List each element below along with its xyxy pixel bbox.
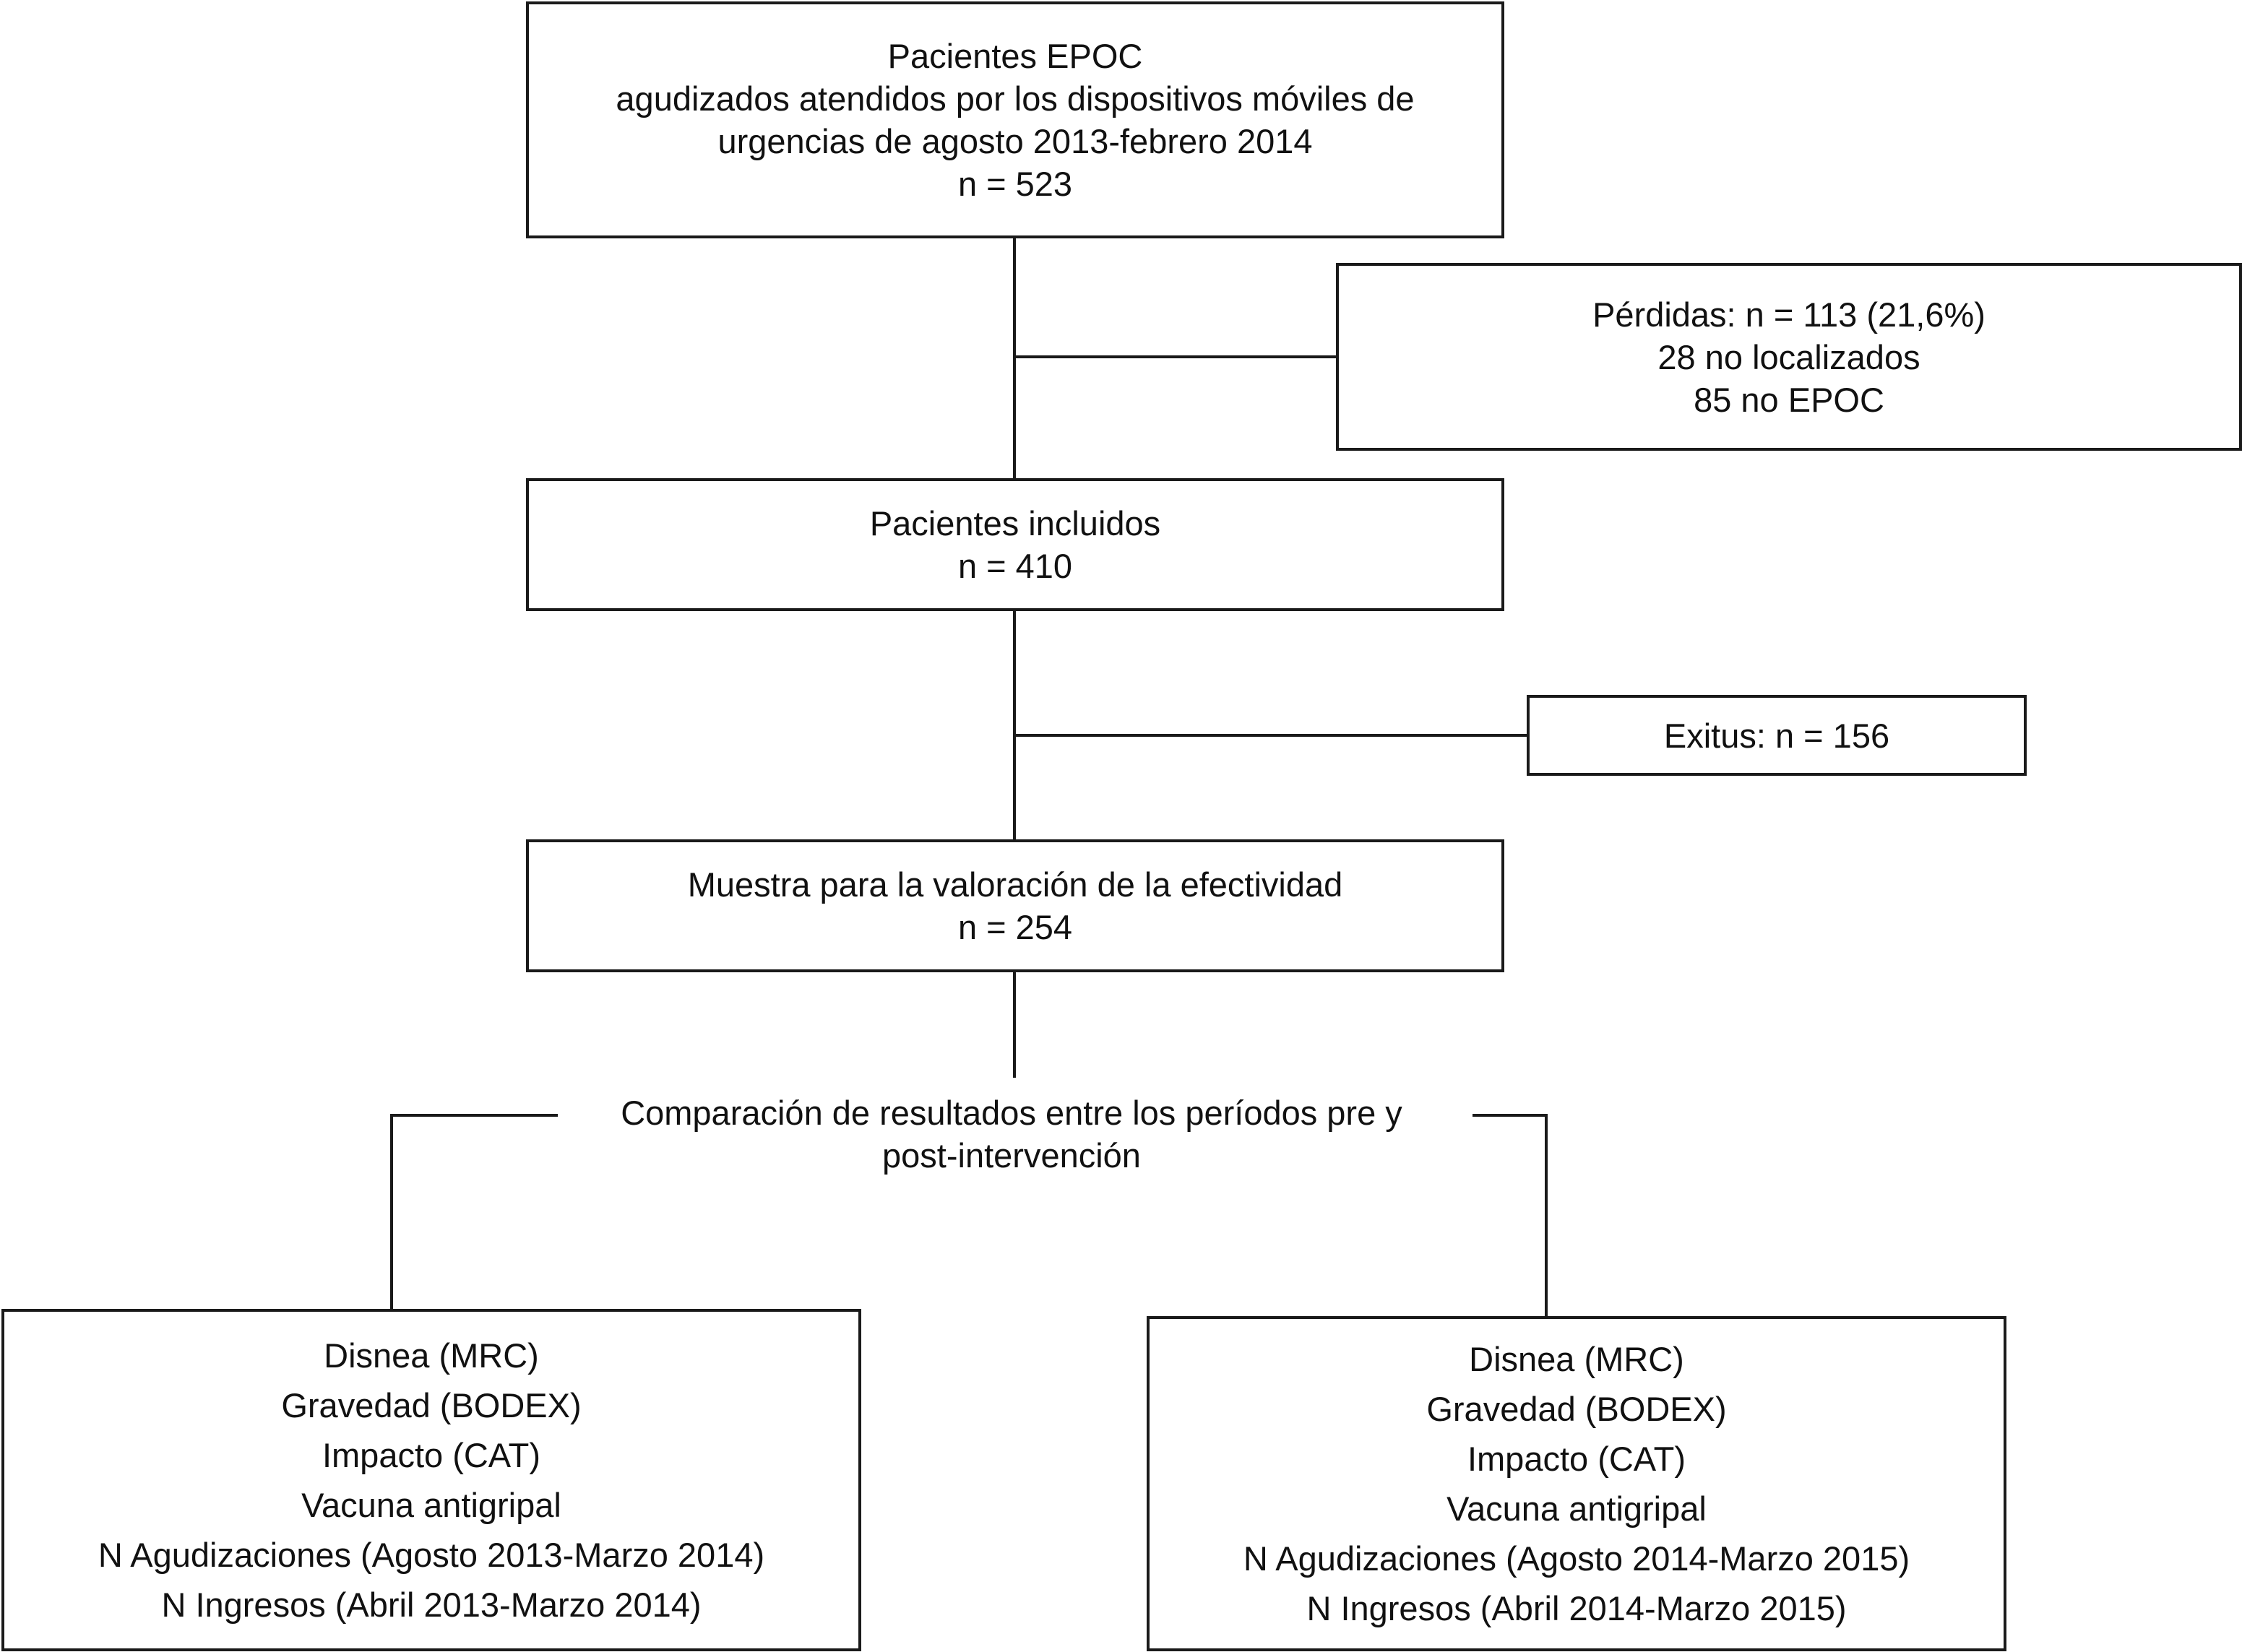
comparison-line: post-intervención: [882, 1136, 1141, 1175]
total-line: agudizados atendidos por los dispositivo…: [616, 79, 1415, 118]
post-period-item: N Agudizaciones (Agosto 2014-Marzo 2015): [1243, 1539, 1910, 1578]
total-line: urgencias de agosto 2013-febrero 2014: [717, 122, 1313, 160]
losses-line: 28 no localizados: [1657, 337, 1920, 376]
comparison-line: Comparación de resultados entre los perí…: [621, 1094, 1402, 1132]
sample-count: n = 254: [957, 908, 1073, 946]
deaths-line: Exitus: n = 156: [1663, 716, 1890, 755]
pre-period-item: Vacuna antigripal: [301, 1486, 561, 1524]
comparison-label: Comparación de resultados entre los perí…: [564, 1087, 1460, 1181]
total-patients-box: Pacientes EPOC agudizados atendidos por …: [526, 1, 1504, 238]
pre-period-item: Disnea (MRC): [324, 1336, 539, 1375]
losses-line: 85 no EPOC: [1694, 380, 1884, 419]
included-line: Pacientes incluidos: [869, 504, 1161, 542]
total-count: n = 523: [957, 165, 1073, 203]
included-count: n = 410: [957, 547, 1073, 585]
pre-period-item: N Ingresos (Abril 2013-Marzo 2014): [161, 1586, 702, 1624]
pre-period-item: Impacto (CAT): [322, 1436, 541, 1474]
sample-line: Muestra para la valoración de la efectiv…: [687, 865, 1343, 904]
connector-to-post-period: [1473, 1114, 1548, 1316]
total-line: Pacientes EPOC: [887, 37, 1143, 75]
post-period-box: Disnea (MRC) Gravedad (BODEX) Impacto (C…: [1147, 1316, 2006, 1651]
pre-period-item: Gravedad (BODEX): [281, 1386, 582, 1424]
post-period-item: Impacto (CAT): [1467, 1440, 1686, 1478]
post-period-item: N Ingresos (Abril 2014-Marzo 2015): [1306, 1589, 1847, 1627]
pre-period-box: Disnea (MRC) Gravedad (BODEX) Impacto (C…: [1, 1309, 861, 1651]
sample-box: Muestra para la valoración de la efectiv…: [526, 839, 1504, 972]
losses-line: Pérdidas: n = 113 (21,6%): [1592, 295, 1986, 334]
post-period-item: Disnea (MRC): [1469, 1340, 1684, 1378]
post-period-item: Vacuna antigripal: [1446, 1489, 1707, 1528]
included-patients-box: Pacientes incluidos n = 410: [526, 478, 1504, 611]
connector-to-pre-period: [390, 1114, 558, 1309]
deaths-box: Exitus: n = 156: [1527, 695, 2027, 776]
post-period-item: Gravedad (BODEX): [1426, 1390, 1727, 1428]
pre-period-item: N Agudizaciones (Agosto 2013-Marzo 2014): [98, 1536, 765, 1574]
losses-box: Pérdidas: n = 113 (21,6%) 28 no localiza…: [1336, 263, 2242, 451]
